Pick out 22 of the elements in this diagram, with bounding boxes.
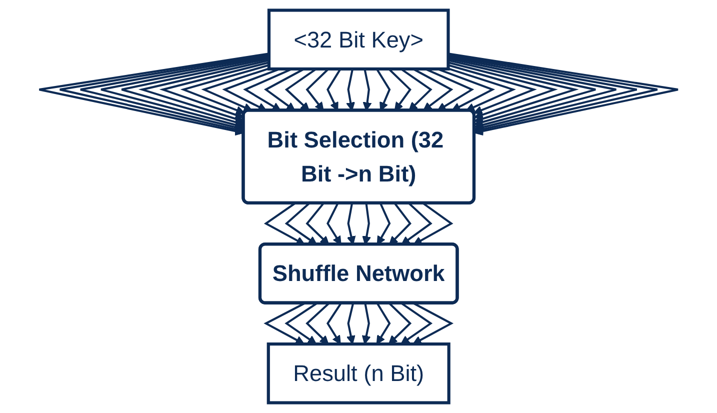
- arrow: [388, 302, 412, 344]
- arrow: [346, 303, 356, 344]
- arrow: [284, 302, 318, 344]
- arrow: [201, 68, 270, 112]
- arrow: [448, 61, 558, 120]
- arrow: [180, 64, 270, 114]
- arrow: [362, 303, 371, 344]
- arrow: [264, 302, 305, 344]
- node-box: Result (n Bit): [266, 342, 450, 404]
- arrow: [448, 59, 579, 124]
- arrow: [412, 302, 454, 344]
- arrow: [326, 302, 342, 344]
- node-box: <32 Bit Key>: [267, 8, 450, 70]
- arrow: [376, 302, 391, 344]
- arrow: [120, 58, 270, 127]
- arrow: [448, 58, 596, 127]
- arrow: [400, 302, 432, 344]
- arrow: [448, 64, 537, 114]
- arrow: [159, 61, 270, 120]
- arrow: [448, 68, 516, 112]
- arrow: [306, 302, 330, 344]
- arrow: [138, 59, 270, 124]
